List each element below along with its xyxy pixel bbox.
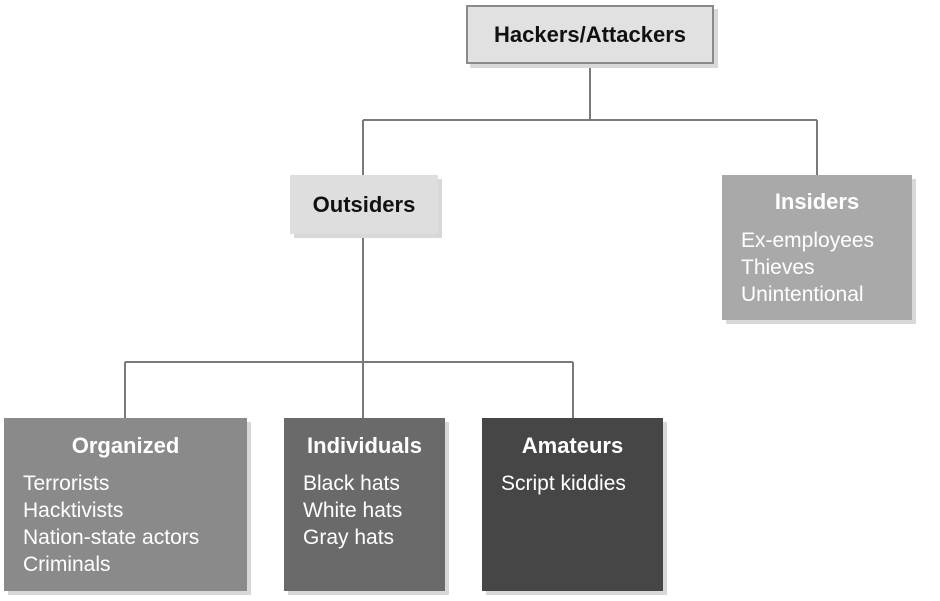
list-item: Ex-employees: [741, 229, 875, 252]
node-title: Amateurs: [521, 433, 624, 458]
list-item: Thieves: [741, 256, 815, 279]
list-item: Unintentional: [741, 283, 864, 306]
node-item-list: Script kiddies: [482, 470, 663, 497]
node-title: Individuals: [307, 433, 422, 458]
node-item-list: Terrorists Hacktivists Nation-state acto…: [4, 470, 247, 578]
list-item: Hacktivists: [23, 499, 124, 522]
list-item: White hats: [303, 499, 403, 522]
list-item: Gray hats: [303, 526, 395, 549]
node-title: Hackers/Attackers: [493, 21, 687, 47]
node-insiders: Insiders Ex-employees Thieves Unintentio…: [722, 175, 912, 320]
node-hackers-attackers: Hackers/Attackers: [466, 5, 714, 64]
node-organized: Organized Terrorists Hacktivists Nation-…: [4, 418, 247, 591]
node-title: Insiders: [774, 189, 860, 214]
node-item-list: Ex-employees Thieves Unintentional: [722, 227, 912, 308]
list-item: Black hats: [303, 472, 400, 495]
node-title: Outsiders: [312, 191, 416, 217]
list-item: Terrorists: [23, 472, 110, 495]
list-item: Nation-state actors: [23, 526, 200, 549]
node-outsiders: Outsiders: [290, 175, 438, 234]
list-item: Criminals: [23, 553, 111, 576]
node-title: Organized: [71, 433, 180, 458]
list-item: Script kiddies: [501, 472, 626, 495]
node-individuals: Individuals Black hats White hats Gray h…: [284, 418, 445, 591]
node-amateurs: Amateurs Script kiddies: [482, 418, 663, 591]
node-item-list: Black hats White hats Gray hats: [284, 470, 445, 551]
